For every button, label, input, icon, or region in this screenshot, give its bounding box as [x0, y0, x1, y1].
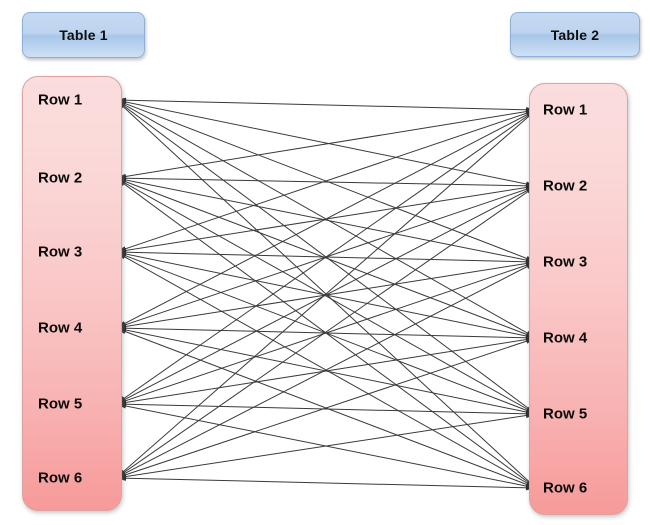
edge-l2-r1: [115, 109, 537, 179]
edge-l6-r3: [115, 261, 537, 479]
table-2-row-column[interactable]: [529, 83, 628, 515]
table-2-header-button[interactable]: Table 2: [510, 12, 640, 57]
edge-l4-r6: [115, 327, 537, 489]
edge-l6-r5: [115, 413, 537, 479]
table-2-row-3[interactable]: Row 3: [543, 253, 588, 271]
table-2-row-2[interactable]: Row 2: [543, 177, 588, 195]
table-1-row-5[interactable]: Row 5: [38, 395, 83, 413]
edge-l6-r6: [115, 477, 537, 489]
edge-l4-r3: [115, 261, 537, 329]
edge-l2-r4: [115, 177, 537, 339]
edge-l3-r4: [115, 251, 537, 339]
edge-l4-r5: [115, 327, 537, 415]
edge-l3-r5: [115, 251, 537, 415]
edge-l5-r1: [115, 109, 537, 405]
table-1-row-3[interactable]: Row 3: [38, 243, 83, 261]
table-1-header-button[interactable]: Table 1: [22, 12, 145, 58]
table-1-row-2[interactable]: Row 2: [38, 169, 83, 187]
edge-l2-r2: [115, 177, 537, 187]
edge-l1-r3: [115, 99, 537, 263]
edge-l3-r1: [115, 109, 537, 253]
edge-l6-r4: [115, 337, 537, 479]
edge-l6-r2: [115, 185, 537, 479]
table-1-row-6[interactable]: Row 6: [38, 469, 83, 487]
edge-l1-r4: [115, 99, 537, 339]
edge-l1-r5: [115, 99, 537, 415]
edge-l1-r2: [115, 99, 537, 187]
edge-l5-r2: [115, 185, 537, 405]
edge-l4-r2: [115, 185, 537, 329]
edge-l6-r1: [115, 109, 537, 479]
edge-l2-r6: [115, 177, 537, 489]
table-1-row-column[interactable]: [22, 76, 122, 511]
edge-l2-r5: [115, 177, 537, 415]
table-1-row-1[interactable]: Row 1: [38, 91, 83, 109]
edge-l5-r4: [115, 337, 537, 405]
edge-l3-r3: [115, 251, 537, 263]
table-2-row-1[interactable]: Row 1: [543, 101, 588, 119]
edge-l2-r3: [115, 177, 537, 263]
table-2-row-6[interactable]: Row 6: [543, 479, 588, 497]
edge-l5-r6: [115, 403, 537, 489]
edge-l4-r4: [115, 327, 537, 339]
edge-l5-r3: [115, 261, 537, 405]
edge-l3-r6: [115, 251, 537, 489]
table-2-label: Table 2: [550, 26, 600, 43]
edge-l5-r5: [115, 403, 537, 415]
table-2-row-4[interactable]: Row 4: [543, 329, 588, 347]
edge-l3-r2: [115, 185, 537, 253]
edge-l4-r1: [115, 109, 537, 329]
table-1-row-4[interactable]: Row 4: [38, 319, 83, 337]
edge-l1-r6: [115, 99, 537, 489]
table-2-row-5[interactable]: Row 5: [543, 405, 588, 423]
edge-l1-r1: [115, 99, 537, 111]
table-1-label: Table 1: [59, 27, 108, 43]
